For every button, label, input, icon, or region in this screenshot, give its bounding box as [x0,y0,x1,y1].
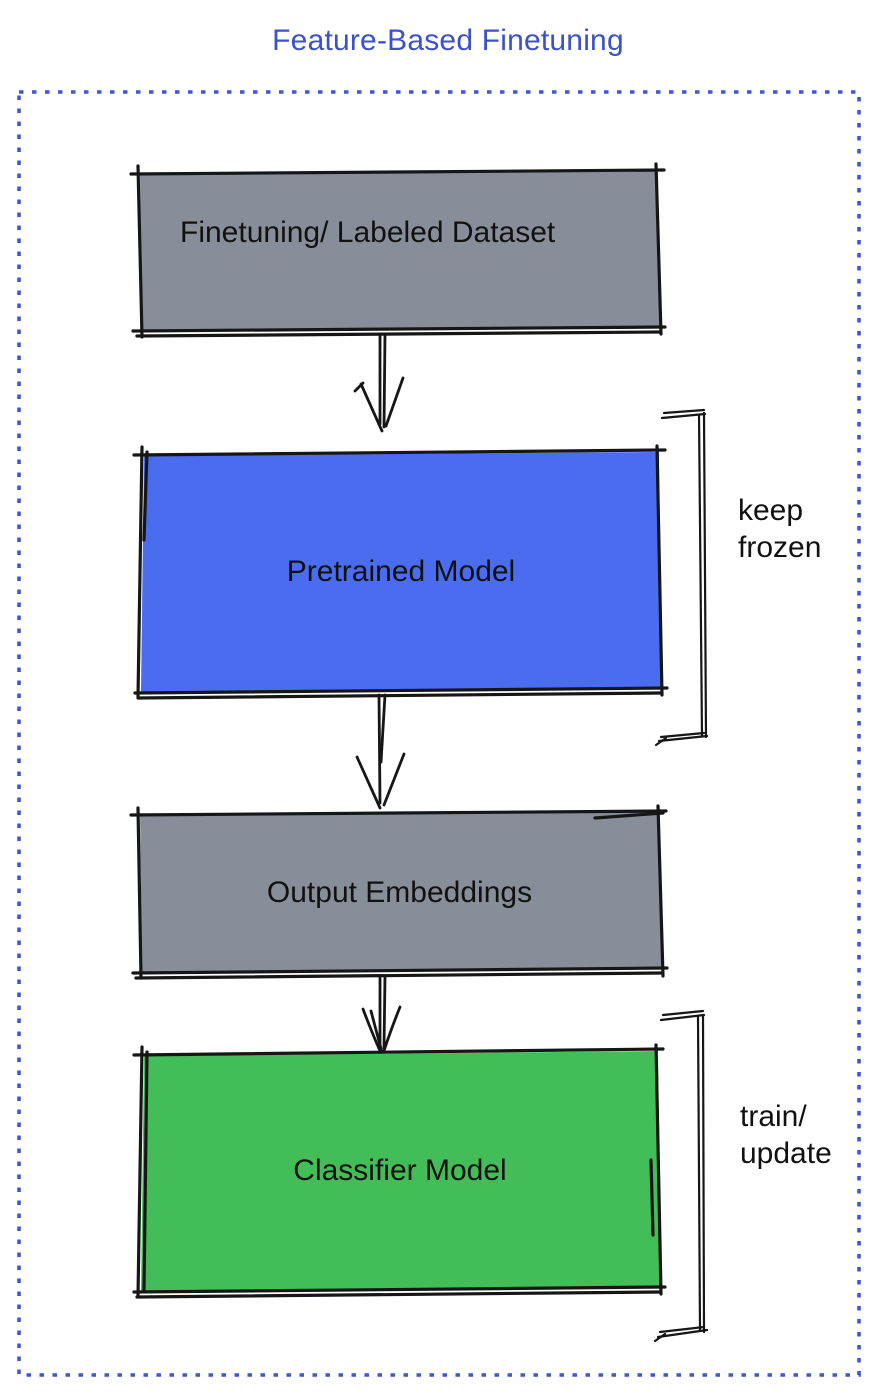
classifier-box-fill [141,1051,661,1291]
pretrained-box-fill [141,452,661,692]
classifier-box [132,1043,667,1299]
embeddings-box [129,804,669,980]
embeddings-box-fill [140,812,662,973]
train-update-bracket [653,1009,709,1343]
keep-frozen-note-line1: keep [738,494,804,527]
page-title: Feature-Based Finetuning [272,24,624,57]
pretrained-box-outline [132,444,669,700]
dataset-box-fill [140,171,660,331]
arrow-dataset-to-pretrained [353,333,405,433]
keep-frozen-bracket [654,408,709,747]
keep-frozen-note: keep frozen [738,492,821,566]
dataset-box [129,162,667,339]
pretrained-box [132,444,669,700]
arrow-pretrained-to-embeddings [355,693,406,810]
train-update-note-line2: update [740,1137,832,1170]
dataset-box-outline [129,162,667,339]
keep-frozen-note-line2: frozen [738,531,822,564]
embeddings-box-outline [129,804,669,980]
dotted-frame [17,90,861,1377]
arrow-embeddings-to-classifier [361,974,402,1055]
train-update-note-line1: train/ [740,1100,807,1133]
train-update-note: train/ update [740,1098,832,1172]
classifier-box-outline [132,1043,667,1299]
